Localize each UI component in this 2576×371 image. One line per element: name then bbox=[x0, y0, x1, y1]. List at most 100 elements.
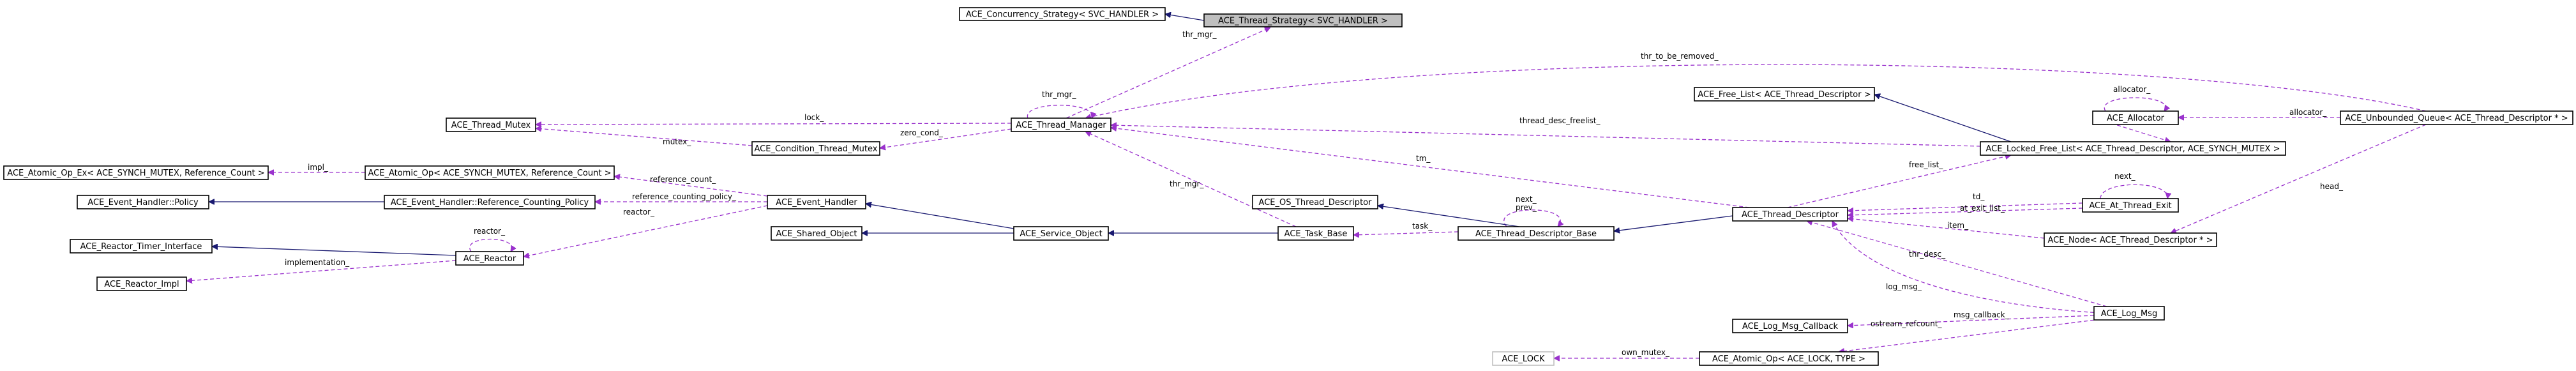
node-box bbox=[446, 117, 536, 132]
node-box bbox=[767, 195, 866, 209]
class-node-reactor[interactable]: ACE_Reactor bbox=[455, 251, 524, 266]
class-node-allocator[interactable]: ACE_Allocator bbox=[2092, 110, 2179, 125]
class-node-atomic-op[interactable]: ACE_Atomic_Op< ACE_SYNCH_MUTEX, Referenc… bbox=[365, 165, 615, 180]
edge-manager-self-label: thr_mgr_ bbox=[1042, 90, 1076, 99]
class-node-condition-thread-mutex[interactable]: ACE_Condition_Thread_Mutex bbox=[751, 141, 880, 156]
class-node-locked-free-list[interactable]: ACE_Locked_Free_List< ACE_Thread_Descrip… bbox=[1980, 141, 2286, 156]
class-node-thread-strategy[interactable]: ACE_Thread_Strategy< SVC_HANDLER > bbox=[1203, 13, 1403, 27]
node-box bbox=[1013, 226, 1109, 241]
edge-taskbase-to-tdbase bbox=[1353, 231, 1459, 235]
node-box bbox=[77, 195, 209, 209]
edge-logmsg-to-td-label: log_msg_ bbox=[1886, 282, 1922, 291]
edge-allocator-self-label: allocator_ bbox=[2113, 85, 2151, 94]
node-label: ACE_Locked_Free_List< ACE_Thread_Descrip… bbox=[1986, 144, 2280, 154]
node-box bbox=[2092, 110, 2179, 125]
node-box bbox=[2093, 306, 2165, 321]
node-label: ACE_Thread_Descriptor_Base bbox=[1475, 229, 1597, 239]
class-node-event-handler[interactable]: ACE_Event_Handler bbox=[767, 195, 866, 209]
edge-ate-self-label: next_ bbox=[2114, 172, 2136, 181]
class-node-task-base[interactable]: ACE_Task_Base bbox=[1277, 226, 1354, 241]
node-label: ACE_Atomic_Op< ACE_LOCK, TYPE > bbox=[1712, 354, 1865, 364]
edge-td-to-logmsg bbox=[1807, 221, 2107, 307]
edge-td-to-logmsg-label: thr_desc_ bbox=[1909, 250, 1946, 259]
edge-ate-to-td bbox=[1848, 208, 2083, 215]
edge-queue-to-manager-label: thr_to_be_removed_ bbox=[1641, 52, 1719, 61]
node-label: ACE_Reactor_Impl bbox=[104, 280, 179, 289]
class-node-atomic-op-ex[interactable]: ACE_Atomic_Op_Ex< ACE_SYNCH_MUTEX, Refer… bbox=[3, 165, 269, 180]
node-box bbox=[751, 141, 880, 156]
class-node-reactor-timer-interface[interactable]: ACE_Reactor_Timer_Interface bbox=[70, 239, 213, 254]
class-node-unbounded-queue[interactable]: ACE_Unbounded_Queue< ACE_Thread_Descript… bbox=[2340, 110, 2573, 125]
class-node-at-thread-exit[interactable]: ACE_At_Thread_Exit bbox=[2082, 198, 2179, 213]
node-label: ACE_OS_Thread_Descriptor bbox=[1259, 198, 1373, 208]
edge-node-to-queue-label: head_ bbox=[2320, 182, 2344, 191]
class-node-reactor-impl[interactable]: ACE_Reactor_Impl bbox=[96, 276, 187, 291]
edge-manager-to-taskbase bbox=[1085, 132, 1297, 227]
node-label: ACE_Concurrency_Strategy< SVC_HANDLER > bbox=[966, 10, 1159, 20]
class-node-reference-counting-policy[interactable]: ACE_Event_Handler::Reference_Counting_Po… bbox=[384, 195, 596, 209]
class-node-thread-manager[interactable]: ACE_Thread_Manager bbox=[1011, 117, 1111, 132]
class-node-atomic-op-lock[interactable]: ACE_Atomic_Op< ACE_LOCK, TYPE > bbox=[1699, 351, 1879, 366]
node-label: ACE_Task_Base bbox=[1284, 229, 1348, 239]
class-node-free-list[interactable]: ACE_Free_List< ACE_Thread_Descriptor > bbox=[1694, 87, 1875, 102]
edge-manager-self bbox=[1027, 105, 1092, 118]
node-label: ACE_Thread_Manager bbox=[1016, 121, 1106, 130]
node-box bbox=[1492, 351, 1555, 366]
edge-refcount-to-eventhandler bbox=[614, 176, 768, 197]
class-node-thread-descriptor[interactable]: ACE_Thread_Descriptor bbox=[1732, 207, 1848, 222]
node-label: ACE_Event_Handler bbox=[776, 198, 857, 208]
node-box bbox=[1011, 117, 1111, 132]
edge-tdbase-to-td bbox=[1614, 215, 1733, 231]
edge-impl-to-reactor-label: implementation_ bbox=[285, 258, 350, 267]
class-node-os-thread-descriptor[interactable]: ACE_OS_Thread_Descriptor bbox=[1252, 195, 1378, 209]
edge-queue-to-manager bbox=[1085, 64, 2427, 118]
node-label: ACE_At_Thread_Exit bbox=[2089, 201, 2171, 211]
edge-lockedfree-to-manager-label: thread_desc_freelist_ bbox=[1519, 116, 1601, 125]
class-node-log-msg[interactable]: ACE_Log_Msg bbox=[2093, 306, 2165, 321]
class-node-thread-mutex[interactable]: ACE_Thread_Mutex bbox=[446, 117, 536, 132]
edge-allocator-self bbox=[2104, 97, 2165, 111]
edge-lockedfree-to-manager bbox=[1111, 125, 1981, 147]
edge-td-to-lockedfree-label: free_list_ bbox=[1909, 160, 1943, 169]
class-node-node-thread-descriptor[interactable]: ACE_Node< ACE_Thread_Descriptor * > bbox=[2044, 232, 2217, 247]
node-label: ACE_Service_Object bbox=[1020, 229, 1102, 239]
node-label: ACE_Node< ACE_Thread_Descriptor * > bbox=[2047, 236, 2213, 245]
node-box bbox=[384, 195, 596, 209]
edge-manager-to-strategy bbox=[1066, 27, 1270, 119]
edge-timer-to-reactor bbox=[212, 246, 456, 256]
edge-tdbase-self bbox=[1503, 209, 1560, 227]
class-node-ace-lock[interactable]: ACE_LOCK bbox=[1492, 351, 1555, 366]
edge-labels-layer: thr_mgr_thr_mgr_thr_to_be_removed_lock_z… bbox=[285, 30, 2344, 357]
node-label: ACE_Event_Handler::Reference_Counting_Po… bbox=[391, 198, 589, 208]
node-label: ACE_Thread_Strategy< SVC_HANDLER > bbox=[1218, 17, 1388, 26]
class-node-service-object[interactable]: ACE_Service_Object bbox=[1013, 226, 1109, 241]
class-node-thread-descriptor-base[interactable]: ACE_Thread_Descriptor_Base bbox=[1457, 226, 1615, 241]
node-label: ACE_Atomic_Op_Ex< ACE_SYNCH_MUTEX, Refer… bbox=[7, 169, 264, 178]
edge-refcount-to-eventhandler-label: reference_count_ bbox=[650, 175, 716, 184]
class-node-concurrency-strategy[interactable]: ACE_Concurrency_Strategy< SVC_HANDLER > bbox=[959, 7, 1166, 21]
edge-td-to-node bbox=[1848, 218, 2045, 239]
edge-reactor-self bbox=[469, 238, 512, 252]
edge-reactor-to-eh bbox=[523, 205, 768, 257]
edge-lockedfree-to-freelist bbox=[1874, 95, 2012, 142]
node-label: ACE_Condition_Thread_Mutex bbox=[755, 144, 878, 154]
node-box bbox=[96, 276, 187, 291]
edge-strategy-to-concurrency bbox=[1165, 14, 1205, 21]
node-label: ACE_Atomic_Op< ACE_SYNCH_MUTEX, Referenc… bbox=[368, 169, 612, 178]
class-node-shared-object[interactable]: ACE_Shared_Object bbox=[771, 226, 862, 241]
edge-ostd-to-tdbase bbox=[1378, 206, 1520, 227]
node-box bbox=[2340, 110, 2573, 125]
edge-taskbase-to-tdbase-label: task_ bbox=[1412, 222, 1433, 231]
node-box bbox=[2044, 232, 2217, 247]
class-node-event-handler-policy[interactable]: ACE_Event_Handler::Policy bbox=[77, 195, 209, 209]
edge-reactor-self-label: reactor_ bbox=[474, 227, 506, 236]
class-node-log-msg-callback[interactable]: ACE_Log_Msg_Callback bbox=[1732, 319, 1848, 333]
edge-atomiclock-to-logmsg bbox=[1839, 319, 2101, 352]
edge-manager-to-strategy-label: thr_mgr_ bbox=[1182, 30, 1217, 39]
edge-logmsg-to-td bbox=[1832, 221, 2101, 314]
edge-td-to-ate bbox=[1848, 202, 2083, 211]
node-label: ACE_Event_Handler::Policy bbox=[87, 198, 199, 208]
node-box bbox=[2082, 198, 2179, 213]
edge-node-to-queue bbox=[2171, 124, 2427, 233]
edge-reactor-to-eh-label: reactor_ bbox=[623, 208, 655, 216]
